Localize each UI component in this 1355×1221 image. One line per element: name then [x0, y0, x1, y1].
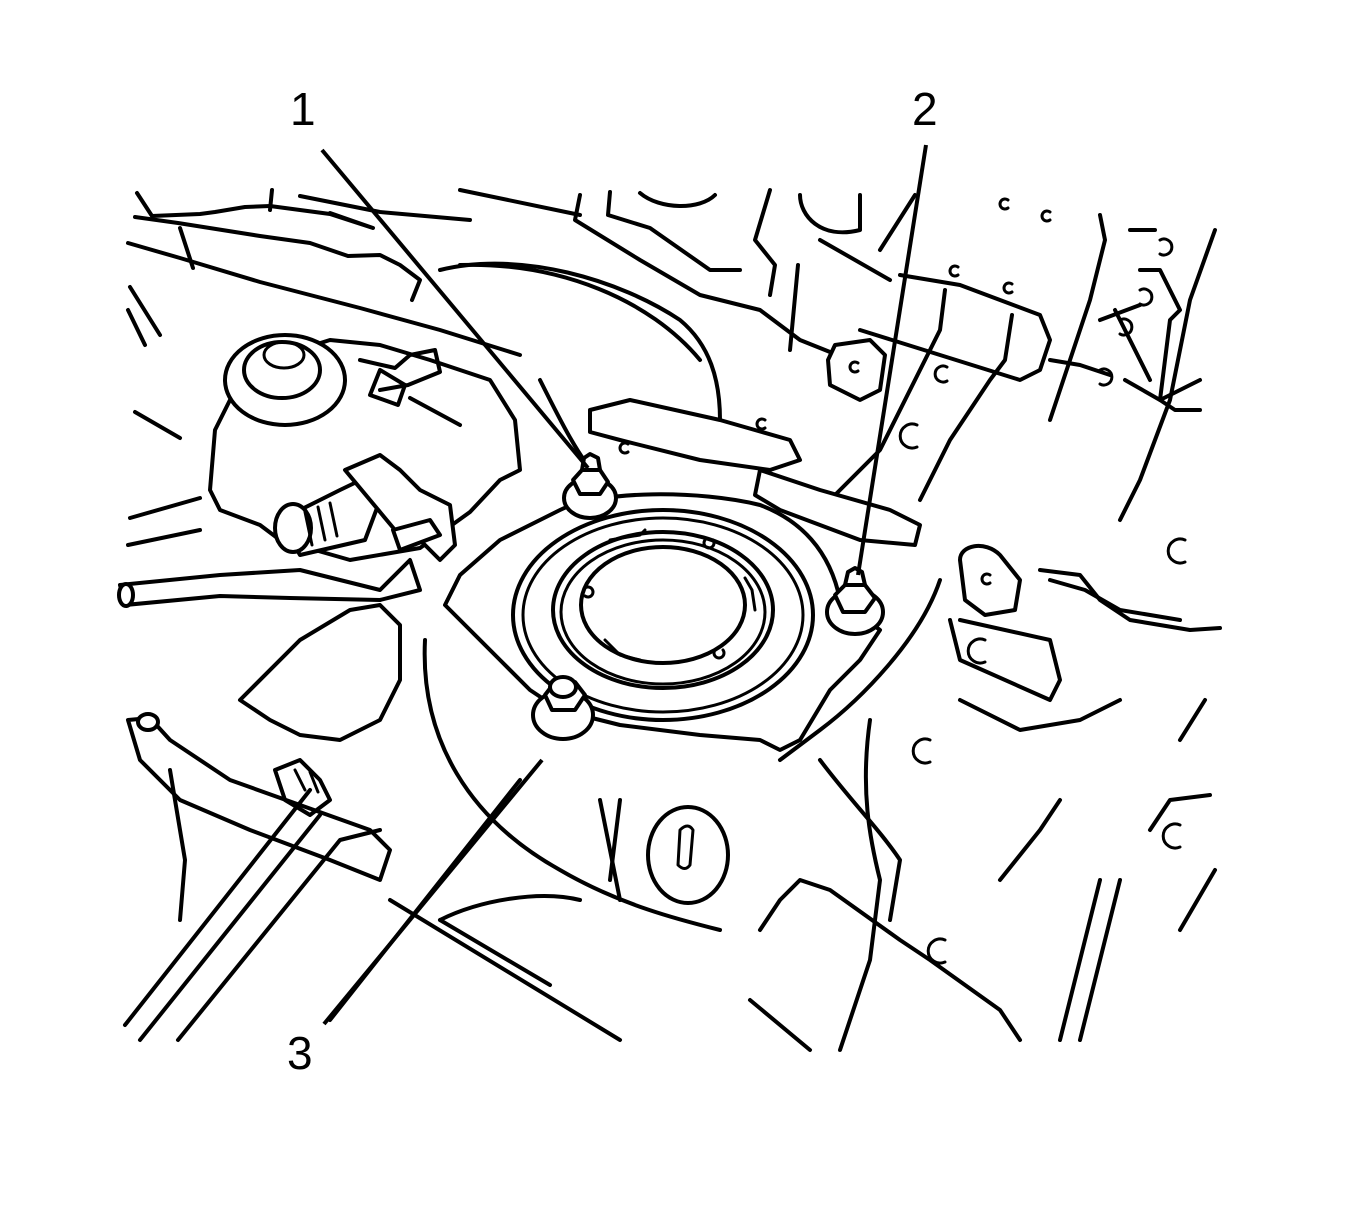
strut-mount-plate: [443, 492, 882, 752]
leader-line-2: [856, 144, 928, 576]
left-hoses: [117, 558, 422, 882]
leader-line-3: [322, 758, 544, 1026]
leader-line-1: [320, 148, 590, 470]
upper-left-structure: [126, 188, 522, 547]
callout-label-1: 1: [290, 83, 316, 135]
strut-tower: [422, 261, 737, 932]
lower-right-panels: [438, 578, 1217, 1052]
hose-fitting: [273, 453, 457, 562]
bracket-arm: [588, 338, 1222, 632]
callout-label-2: 2: [912, 83, 938, 135]
callout-label-3: 3: [287, 1027, 313, 1079]
hole-marks: [618, 197, 1187, 965]
strut-mount-nut-3: [531, 675, 595, 741]
body-panels-right: [458, 188, 1217, 522]
callout-leaders: [320, 144, 928, 1026]
frame-rails: [123, 768, 622, 1042]
strut-mount-nut-1: [562, 452, 618, 520]
